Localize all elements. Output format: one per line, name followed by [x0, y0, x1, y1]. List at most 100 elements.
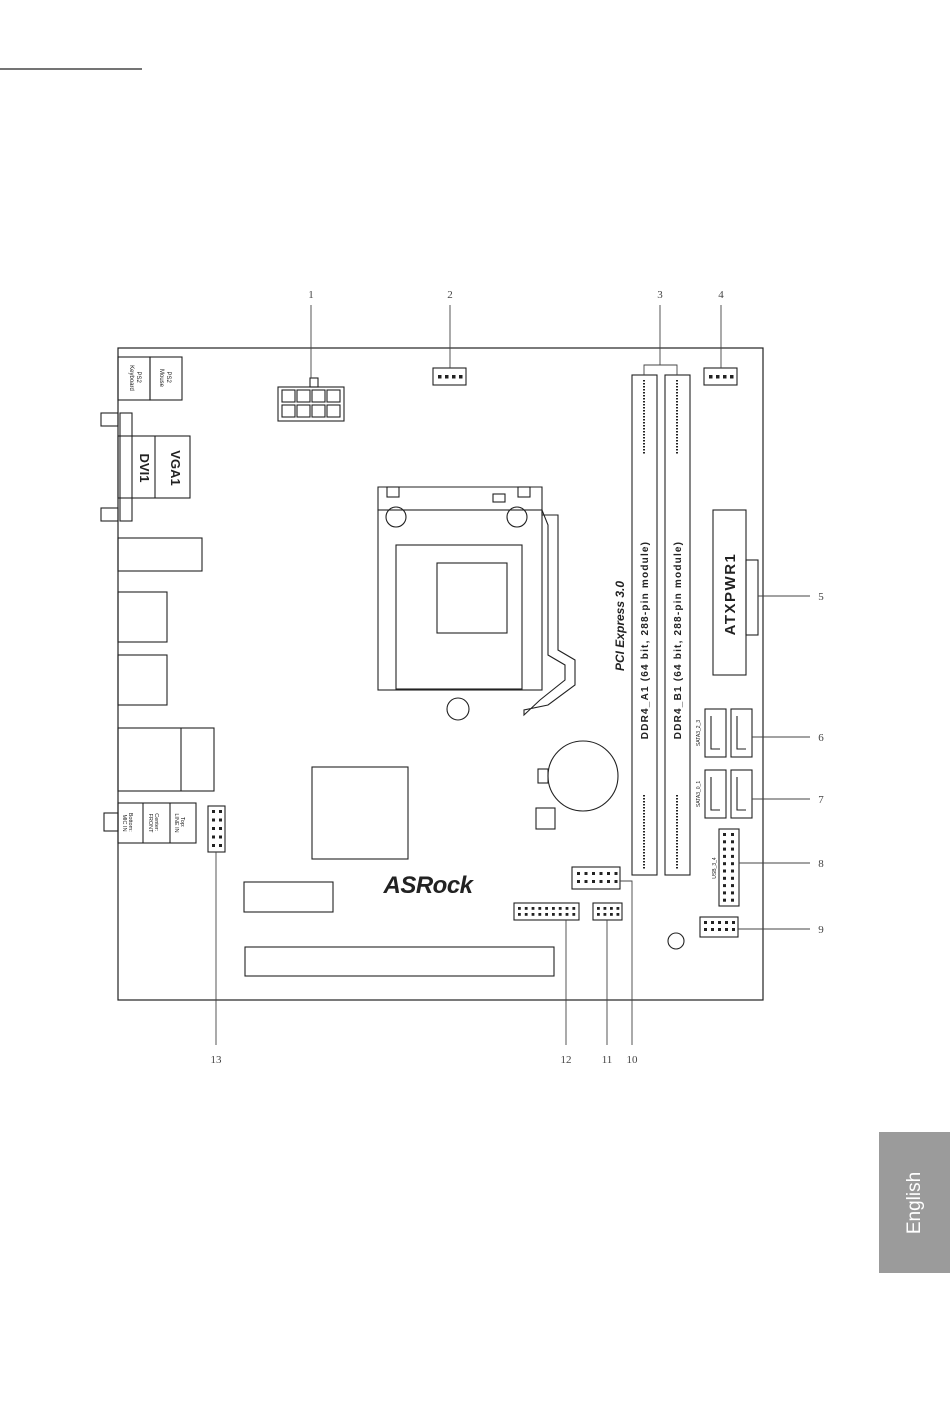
audio-mic-label: Bottom: MIC IN — [121, 813, 133, 833]
socket-latch — [387, 487, 399, 497]
front-audio-header — [208, 806, 225, 852]
front-audio-pin — [219, 827, 222, 830]
front-usb-pin — [725, 928, 728, 931]
callout-3: 3 — [657, 289, 663, 301]
rgb-pin — [600, 872, 603, 875]
vga-label: VGA1 — [168, 450, 183, 485]
rgb-pin — [607, 880, 610, 883]
socket-retention-cap — [447, 698, 469, 720]
sata-key — [711, 777, 720, 810]
cpu-fan-pin — [445, 375, 449, 379]
atx12v-pin — [282, 405, 295, 417]
rgb-pin — [607, 872, 610, 875]
system-panel-pin — [566, 913, 569, 916]
socket-latch — [493, 494, 505, 502]
clear-cmos-jumper — [536, 808, 555, 829]
system-panel-pin — [572, 913, 575, 916]
chassis-intrusion-header — [593, 903, 622, 920]
front-usb-pin — [711, 921, 714, 924]
usb3-pin — [731, 877, 734, 880]
usb3-pin — [731, 884, 734, 887]
atx12v-pin — [312, 390, 325, 402]
system-panel-pin — [525, 913, 528, 916]
brand-logo: ASRock — [382, 872, 474, 899]
rgb-pin — [592, 880, 595, 883]
dvi-label: DVI1 — [137, 454, 152, 483]
cpu-fan-pin — [459, 375, 463, 379]
usb3-pin — [731, 870, 734, 873]
callout-5: 5 — [818, 591, 824, 603]
system-panel-pin — [545, 907, 548, 910]
usb3-pin — [731, 840, 734, 843]
front-usb-pin — [732, 921, 735, 924]
leader-3-bracket — [644, 365, 677, 375]
usb3-pin — [731, 862, 734, 865]
front-audio-pin — [219, 819, 222, 822]
rgb-pin — [615, 872, 618, 875]
usb-port-stack-2 — [118, 655, 167, 705]
front-audio-pin — [212, 819, 215, 822]
vga-screw-bottom — [101, 508, 118, 521]
usb3-pin — [723, 899, 726, 902]
atx12v-pin — [282, 390, 295, 402]
usb3-pin — [723, 833, 726, 836]
usb3-header — [719, 829, 739, 906]
usb3-pin — [723, 877, 726, 880]
rgb-pin — [600, 880, 603, 883]
lan-usb-stack — [118, 728, 214, 791]
system-panel-pin — [538, 913, 541, 916]
rgb-pin — [577, 872, 580, 875]
rgb-pin — [615, 880, 618, 883]
usb3-pin — [723, 891, 726, 894]
system-panel-pin — [518, 907, 521, 910]
atx12v-tab — [310, 378, 318, 387]
pcie-x16-slot — [245, 947, 554, 976]
socket-load-plate — [378, 510, 542, 690]
atx12v-pin — [297, 390, 310, 402]
front-audio-pin — [219, 836, 222, 839]
callout-2: 2 — [447, 289, 453, 301]
system-panel-pin — [572, 907, 575, 910]
usb3-pin — [731, 855, 734, 858]
atx12v-pin — [297, 405, 310, 417]
front-audio-pin — [212, 844, 215, 847]
battery-clip — [538, 769, 548, 783]
usb3-pin — [723, 848, 726, 851]
m2-slot — [244, 882, 333, 912]
system-panel-pin — [566, 907, 569, 910]
chassis-intrusion-pin — [597, 907, 600, 910]
audio-line-label: Top: LINE IN — [173, 813, 185, 832]
callout-9: 9 — [818, 924, 824, 936]
system-panel-pin — [545, 913, 548, 916]
front-usb-pin — [704, 928, 707, 931]
front-usb-pin — [718, 928, 721, 931]
atx12v-pin — [327, 405, 340, 417]
front-usb-pin — [704, 921, 707, 924]
cpu-fan-pin — [438, 375, 442, 379]
front-usb-pin — [711, 928, 714, 931]
callout-6: 6 — [818, 732, 824, 744]
callout-13: 13 — [211, 1054, 223, 1066]
front-usb-pin — [718, 921, 721, 924]
chassis-fan-pin — [723, 375, 727, 379]
rgb-pin — [577, 880, 580, 883]
mounting-hole — [668, 933, 684, 949]
hdmi-port — [118, 538, 202, 571]
rgb-pin — [592, 872, 595, 875]
usb3-pin — [731, 891, 734, 894]
chassis-intrusion-pin — [610, 907, 613, 910]
atx12v-connector — [278, 387, 344, 421]
front-audio-pin — [212, 836, 215, 839]
callout-7: 7 — [818, 794, 824, 806]
usb3-pin — [723, 884, 726, 887]
ps2-mouse-label: PS2 Mouse — [158, 369, 171, 388]
sata-key — [711, 716, 720, 749]
socket-latch — [518, 487, 530, 497]
front-audio-pin — [212, 810, 215, 813]
audio-jack-tab — [104, 813, 118, 831]
system-panel-pin — [559, 913, 562, 916]
sata-key — [737, 777, 746, 810]
chassis-intrusion-pin — [597, 913, 600, 916]
system-panel-pin — [532, 907, 535, 910]
chassis-fan-pin — [730, 375, 734, 379]
